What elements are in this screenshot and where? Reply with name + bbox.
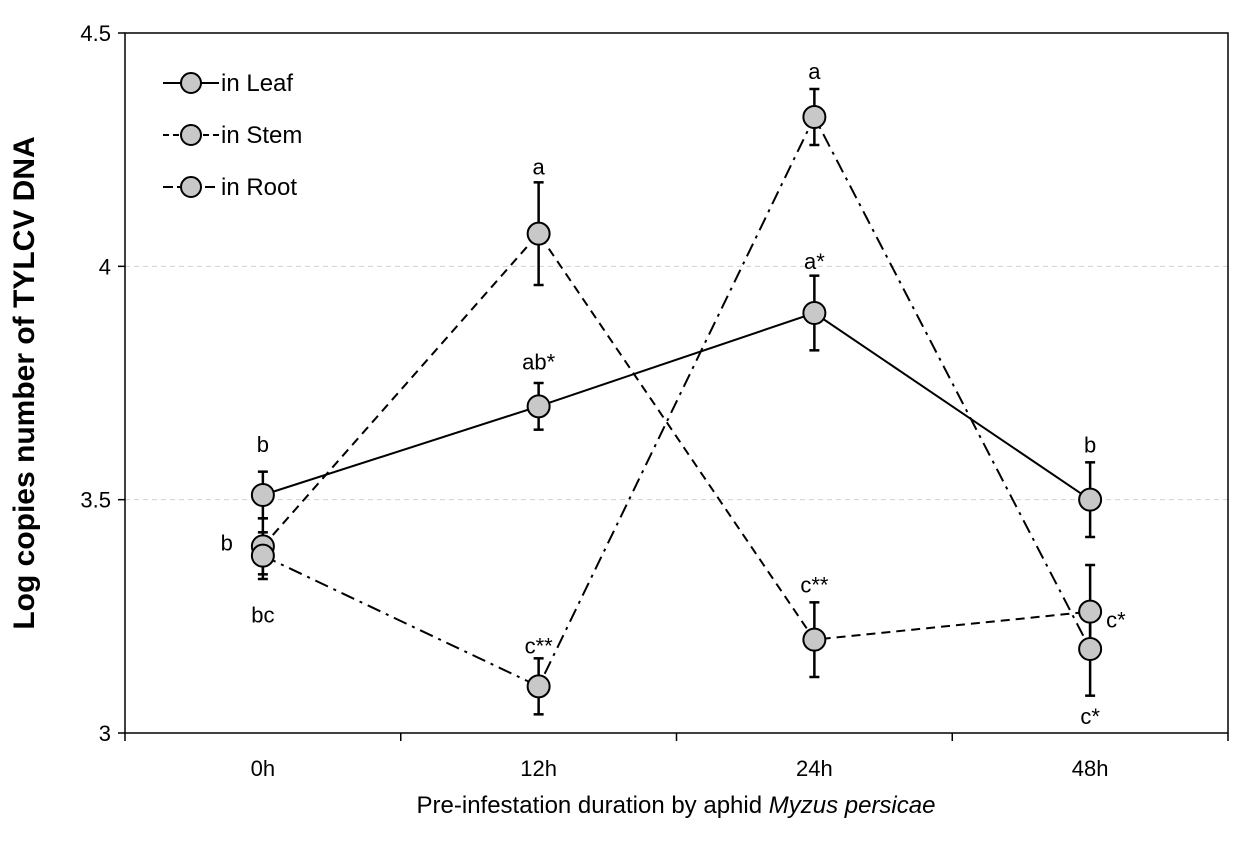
data-point [1078,637,1103,661]
y-tick-label: 3.5 [80,488,111,513]
significance-label: b [221,530,233,555]
x-tick-label: 48h [1072,756,1109,781]
legend-marker [180,124,202,146]
x-axis-title: Pre-infestation duration by aphid Myzus … [417,792,936,819]
significance-label: a [533,155,546,180]
significance-label: b [1084,433,1096,458]
series-line [262,232,1091,641]
data-point [250,543,275,568]
data-point [802,105,827,129]
y-axis-title: Log copies number of TYLCV DNA [8,136,41,629]
data-point [802,627,827,652]
data-point [1078,487,1103,512]
x-tick-label: 12h [520,756,557,781]
y-tick-label: 3 [99,721,111,746]
significance-label: b [257,432,269,457]
data-point [802,301,827,325]
series-lines [250,87,1103,716]
axes: 3 3.5 4 4.5 0h 12h 24h 48h [80,21,1229,781]
legend-label: in Leaf [221,70,293,97]
grid-lines [125,265,1228,501]
legend-marker [180,72,202,94]
legend-label: in Root [221,174,297,201]
significance-labels: b ab* a* b b a c** c* bc c** a c* [221,59,1127,729]
significance-label: a [808,59,821,84]
x-tick-label: 0h [251,756,275,781]
significance-label: bc [251,603,274,628]
legend-label: in Stem [221,122,302,149]
y-tick-label: 4.5 [80,21,111,46]
series-line [262,114,1092,688]
significance-label: a* [804,249,825,274]
significance-label: ab* [522,349,555,374]
data-point [1078,599,1103,624]
data-point [526,394,551,419]
significance-label: c** [525,633,554,658]
x-tick-label: 24h [796,756,833,781]
significance-label: c* [1080,704,1100,729]
significance-label: c* [1106,608,1126,633]
data-point [526,221,551,246]
data-point [250,483,275,507]
y-tick-label: 4 [99,254,111,279]
legend: in Leaf in Stem in Root [163,70,302,201]
series-line [262,311,1091,501]
x-axis-title-plain: Pre-infestation duration by aphid [417,792,769,819]
x-axis-title-species: Myzus persicae [769,792,936,819]
data-point [526,674,551,699]
significance-label: c** [800,573,829,598]
legend-marker [180,176,202,198]
